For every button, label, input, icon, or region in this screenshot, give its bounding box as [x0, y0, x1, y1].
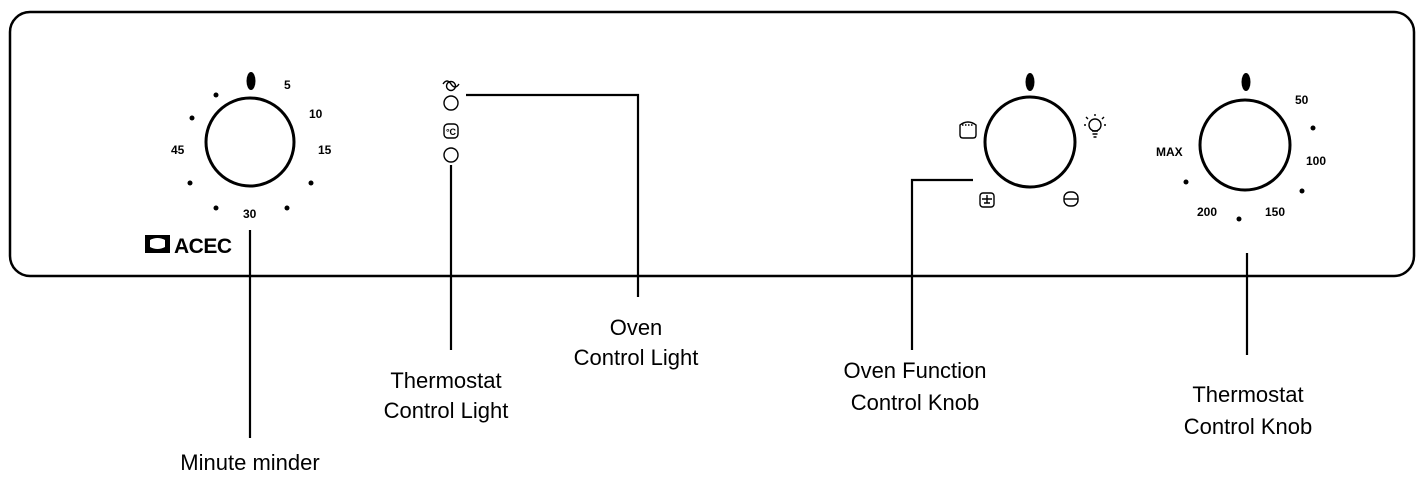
- bottom-heat-icon: [979, 192, 995, 208]
- thermostat-pointer: [1241, 73, 1251, 91]
- oven-function-dial[interactable]: [983, 95, 1077, 189]
- minute-minder-mark-15: 15: [318, 143, 332, 157]
- acec-logo: ACEC: [145, 235, 232, 258]
- thermostat-knob-caption-line2: Control Knob: [1184, 414, 1312, 439]
- minute-minder-knob[interactable]: 5 10 15 30 45: [171, 72, 332, 221]
- thermostat-control-light: [443, 147, 459, 163]
- oven-function-pointer: [1025, 73, 1035, 91]
- thermostat-knob-caption-line1: Thermostat: [1192, 382, 1303, 407]
- brand-name: ACEC: [174, 235, 232, 258]
- thermostat-dot: [1299, 188, 1305, 194]
- thermostat-dial[interactable]: [1198, 98, 1292, 192]
- oven-function-leader: [910, 178, 973, 350]
- thermostat-light-caption-line1: Thermostat: [390, 368, 501, 393]
- thermostat-dot: [1236, 216, 1242, 222]
- top-heat-icon: [959, 121, 977, 139]
- oven-light-caption-line1: Oven: [610, 315, 663, 340]
- minute-minder-mark-30: 30: [243, 207, 257, 221]
- thermostat-mark-max: MAX: [1156, 145, 1183, 159]
- svg-text:°C: °C: [446, 127, 457, 137]
- oven-light-caption-line2: Control Light: [574, 345, 699, 370]
- minute-minder-dot: [284, 205, 290, 211]
- thermostat-mark-50: 50: [1295, 93, 1309, 107]
- thermostat-mark-150: 150: [1265, 205, 1285, 219]
- minute-minder-dot: [187, 180, 193, 186]
- logo-badge-emblem: [150, 238, 165, 249]
- lamp-icon: [1084, 114, 1106, 138]
- oven-control-light: [443, 95, 459, 111]
- minute-minder-dot: [308, 180, 314, 186]
- minute-minder-dial[interactable]: [204, 96, 296, 188]
- oven-light-leader: [466, 93, 640, 297]
- minute-minder-pointer: [246, 72, 256, 90]
- minute-minder-mark-45: 45: [171, 143, 185, 157]
- minute-minder-dot: [213, 205, 219, 211]
- thermometer-c-icon: °C: [443, 123, 459, 139]
- minute-minder-dot: [213, 92, 219, 98]
- thermostat-knob[interactable]: 50 100 150 200 MAX: [1156, 73, 1326, 222]
- oven-function-caption-line2: Control Knob: [851, 390, 979, 415]
- minute-minder-caption: Minute minder: [180, 450, 319, 475]
- fan-icon: [1063, 191, 1079, 207]
- thermostat-light-caption-line2: Control Light: [384, 398, 509, 423]
- control-panel-outline: [8, 10, 1416, 278]
- thermostat-mark-100: 100: [1306, 154, 1326, 168]
- thermostat-dot: [1183, 179, 1189, 185]
- minute-minder-mark-5: 5: [284, 78, 291, 92]
- minute-minder-dot: [189, 115, 195, 121]
- minute-minder-mark-10: 10: [309, 107, 323, 121]
- thermostat-dot: [1310, 125, 1316, 131]
- oven-function-caption-line1: Oven Function: [843, 358, 986, 383]
- oven-function-knob[interactable]: [959, 73, 1106, 208]
- thermostat-mark-200: 200: [1197, 205, 1217, 219]
- sine-wave-icon: [442, 80, 460, 92]
